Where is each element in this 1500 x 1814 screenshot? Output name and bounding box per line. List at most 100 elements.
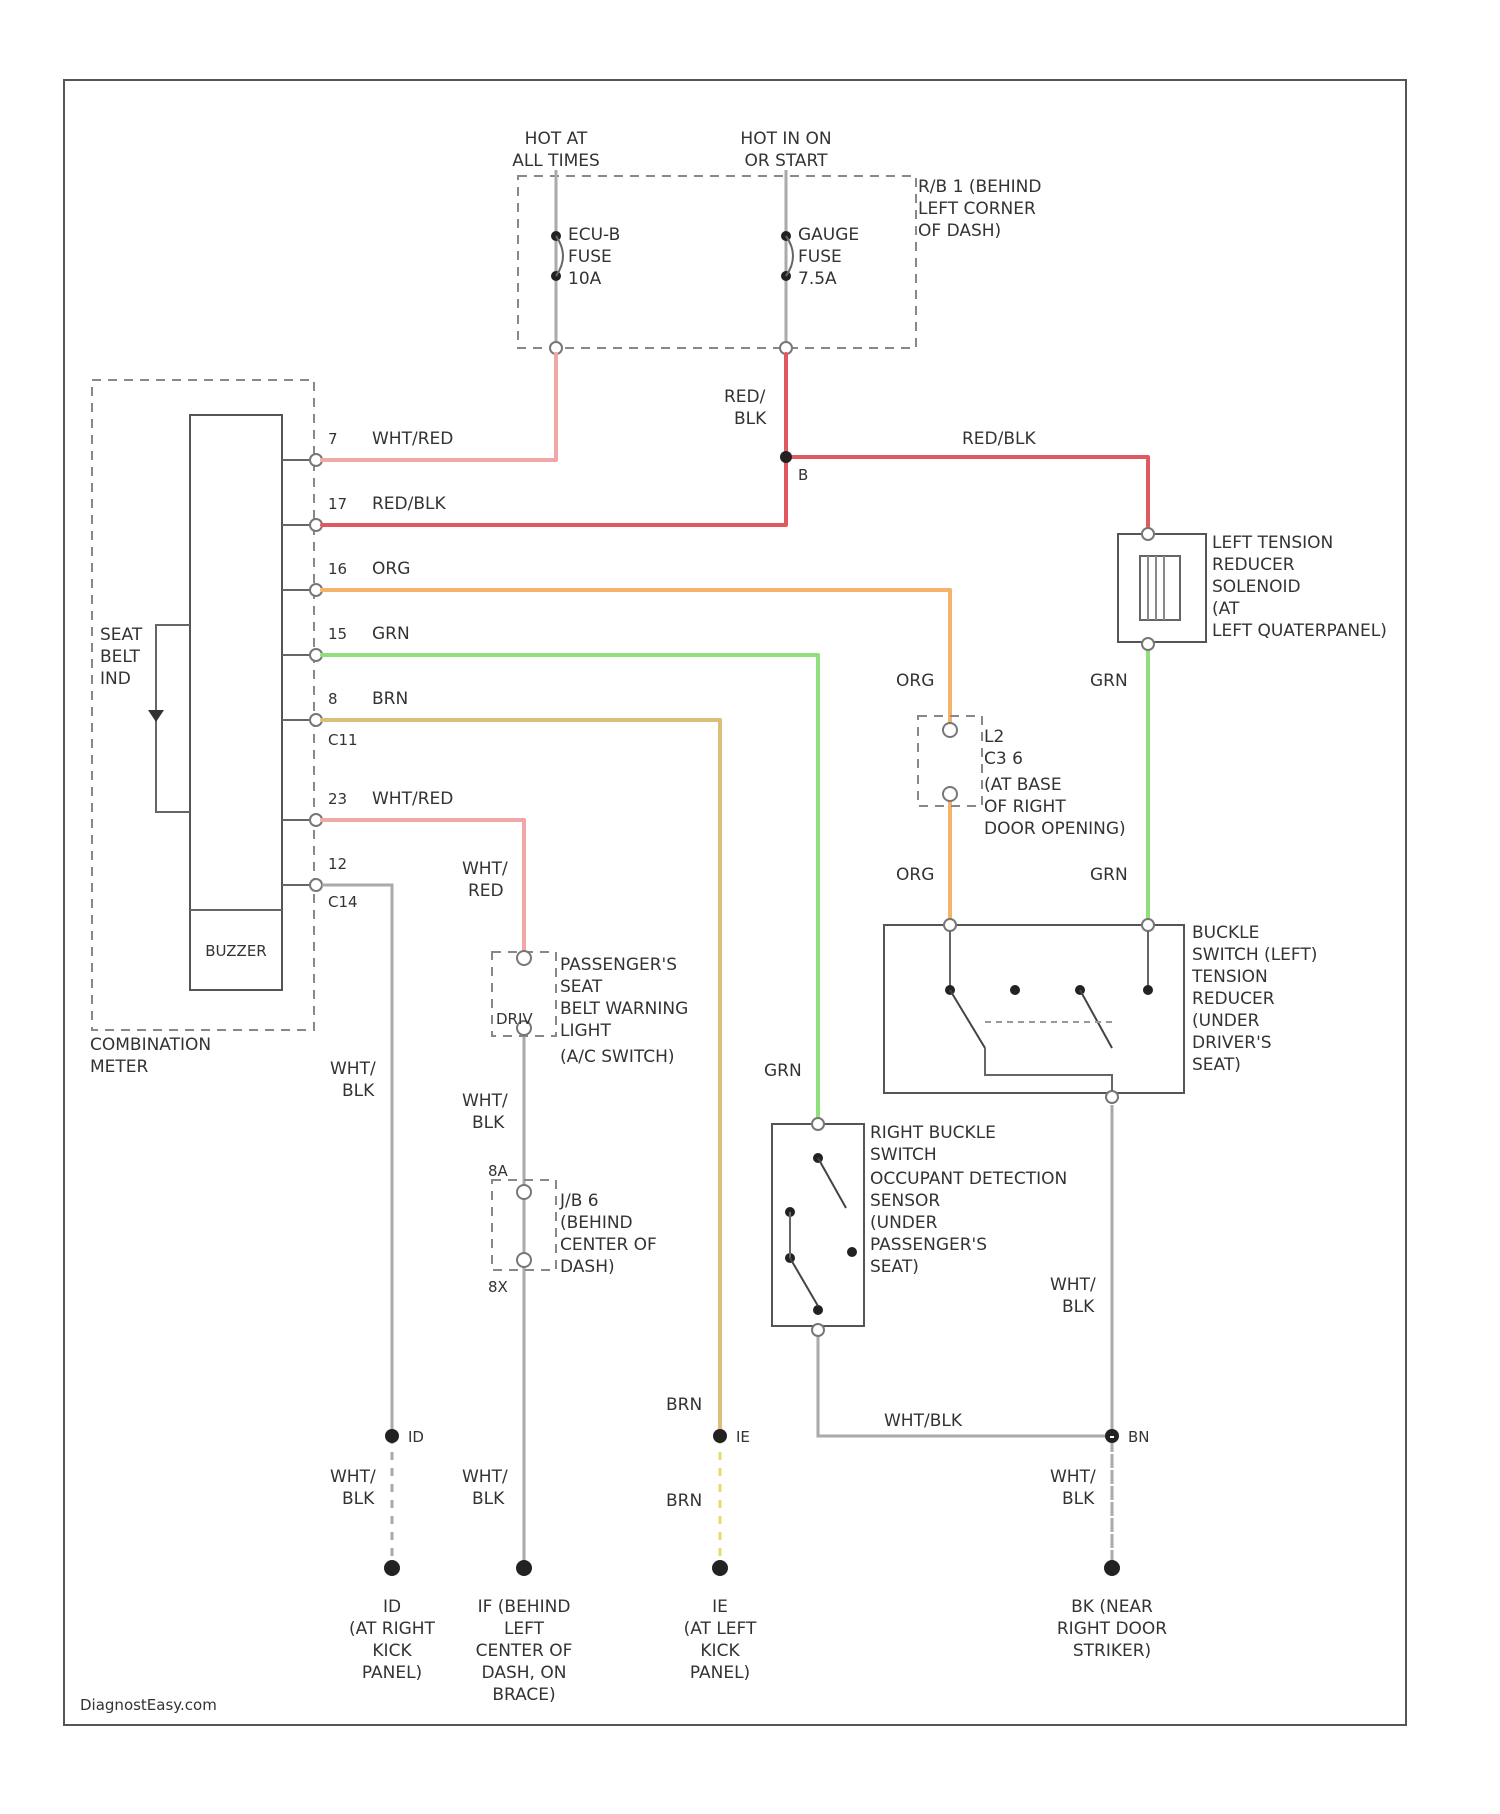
buckle-switch-left-label: BUCKLE SWITCH (LEFT) TENSION REDUCER (UN… <box>1191 923 1317 1075</box>
connector-pin-icon <box>812 1118 824 1130</box>
wire-red-blk-solenoid <box>786 457 1148 528</box>
svg-text:GAUGE: GAUGE <box>798 225 859 245</box>
svg-text:WHT/: WHT/ <box>1050 1275 1096 1295</box>
connector-pin-icon <box>943 723 957 737</box>
svg-text:J/B 6: J/B 6 <box>559 1191 599 1211</box>
wire-red-blk-meter <box>322 457 786 525</box>
svg-text:PANEL): PANEL) <box>690 1663 750 1683</box>
svg-text:(AT BASE: (AT BASE <box>984 775 1062 795</box>
wht-blk-label-5: WHT/ BLK <box>462 1467 508 1509</box>
svg-text:DASH): DASH) <box>560 1257 615 1277</box>
svg-text:BRACE): BRACE) <box>492 1685 555 1705</box>
hot-at-all-times-label: HOT AT ALL TIMES <box>512 129 600 171</box>
seat-belt-ind-lead <box>156 625 190 812</box>
svg-text:BLK: BLK <box>342 1489 375 1509</box>
svg-text:(AT LEFT: (AT LEFT <box>684 1619 757 1639</box>
wht-blk-horizontal-label: WHT/BLK <box>884 1411 963 1431</box>
svg-text:COMBINATION: COMBINATION <box>90 1035 211 1055</box>
svg-text:C11: C11 <box>328 731 358 749</box>
svg-text:CENTER OF: CENTER OF <box>476 1641 573 1661</box>
svg-text:LEFT QUATERPANEL): LEFT QUATERPANEL) <box>1212 621 1387 641</box>
svg-text:PASSENGER'S: PASSENGER'S <box>870 1235 987 1255</box>
svg-text:23: 23 <box>328 790 347 808</box>
svg-text:WHT/: WHT/ <box>462 1091 508 1111</box>
red-blk-vertical-label: RED/ BLK <box>724 387 767 429</box>
switch-blade-icon <box>950 990 985 1048</box>
grn-label-buckle: GRN <box>1090 865 1128 885</box>
ground-icon <box>516 1560 532 1576</box>
svg-text:OCCUPANT DETECTION: OCCUPANT DETECTION <box>870 1169 1067 1189</box>
svg-text:WHT/RED: WHT/RED <box>372 789 453 809</box>
ground-icon <box>1104 1560 1120 1576</box>
svg-text:WHT/: WHT/ <box>330 1059 376 1079</box>
red-blk-top-label: RED/BLK <box>962 429 1037 449</box>
svg-text:10A: 10A <box>568 269 602 289</box>
switch-contact-icon <box>813 1305 823 1315</box>
svg-text:IF (BEHIND: IF (BEHIND <box>478 1597 571 1617</box>
svg-text:RED: RED <box>468 881 504 901</box>
footer-watermark: DiagnostEasy.com <box>80 1696 217 1714</box>
passenger-light-sub: DRIV <box>496 1010 533 1028</box>
svg-text:SEAT): SEAT) <box>870 1257 919 1277</box>
ground-g4-label: BK (NEAR RIGHT DOOR STRIKER) <box>1057 1597 1167 1661</box>
svg-text:WHT/: WHT/ <box>462 1467 508 1487</box>
grn-label-solenoid: GRN <box>1090 671 1128 691</box>
hot-in-run-label: HOT IN ON OR START <box>740 129 831 171</box>
meter-body <box>190 415 282 990</box>
solenoid-icon <box>1140 556 1180 620</box>
svg-text:TENSION: TENSION <box>1191 967 1268 987</box>
svg-text:BLK: BLK <box>472 1489 505 1509</box>
svg-text:SEAT): SEAT) <box>1192 1055 1241 1075</box>
switch-contact-icon <box>1143 985 1153 995</box>
brn-label-lower: BRN <box>666 1491 702 1511</box>
svg-text:ECU-B: ECU-B <box>568 225 620 245</box>
splice-ie-tag: IE <box>736 1428 750 1446</box>
switch-contact-icon <box>847 1247 857 1257</box>
splice-id-tag: ID <box>408 1428 424 1446</box>
svg-text:R/B 1 (BEHIND: R/B 1 (BEHIND <box>918 177 1041 197</box>
org-label-lower: ORG <box>896 865 934 885</box>
svg-text:CENTER OF: CENTER OF <box>560 1235 657 1255</box>
svg-text:BUCKLE: BUCKLE <box>1192 923 1259 943</box>
splice-b-label: B <box>798 466 808 484</box>
svg-text:(BEHIND: (BEHIND <box>560 1213 633 1233</box>
svg-text:SENSOR: SENSOR <box>870 1191 940 1211</box>
svg-text:DRIVER'S: DRIVER'S <box>1192 1033 1272 1053</box>
gauge-fuse-label: GAUGE FUSE 7.5A <box>798 225 859 289</box>
connector-pin-icon <box>517 1253 531 1267</box>
wht-red-vertical-label: WHT/ RED <box>462 859 508 901</box>
seat-belt-ind-label: SEAT BELT IND <box>100 625 143 689</box>
svg-text:METER: METER <box>90 1057 149 1077</box>
svg-text:WHT/: WHT/ <box>330 1467 376 1487</box>
svg-text:IE: IE <box>712 1597 728 1617</box>
buckle-switch-left-box <box>884 925 1184 1093</box>
svg-text:PASSENGER'S: PASSENGER'S <box>560 955 677 975</box>
connector-pin-icon <box>517 1185 531 1199</box>
brn-label-upper: BRN <box>666 1395 702 1415</box>
splice-icon <box>385 1429 399 1443</box>
svg-text:GRN: GRN <box>372 624 410 644</box>
inline-connector-label: L2 C3 6 (AT BASE OF RIGHT DOOR OPENING) <box>984 727 1126 839</box>
svg-text:FUSE: FUSE <box>798 247 842 267</box>
combination-meter-label: COMBINATION METER <box>90 1035 211 1077</box>
svg-text:BLK: BLK <box>472 1113 505 1133</box>
outer-frame <box>64 80 1406 1725</box>
svg-text:RED/BLK: RED/BLK <box>372 494 447 514</box>
svg-text:BLK: BLK <box>342 1081 375 1101</box>
ground-g3-label: IE (AT LEFT KICK PANEL) <box>684 1597 757 1683</box>
svg-text:(AT: (AT <box>1212 599 1240 619</box>
indicator-led-icon <box>148 710 164 722</box>
switch-lead <box>985 1048 1112 1091</box>
svg-text:SEAT: SEAT <box>100 625 143 645</box>
splice-b-icon <box>780 451 792 463</box>
svg-text:ALL TIMES: ALL TIMES <box>512 151 600 171</box>
svg-text:OF RIGHT: OF RIGHT <box>984 797 1066 817</box>
switch-contact-icon <box>1010 985 1020 995</box>
connector-pin-icon <box>1142 919 1154 931</box>
svg-text:7: 7 <box>328 430 338 448</box>
splice-icon <box>713 1429 727 1443</box>
svg-text:(AT RIGHT: (AT RIGHT <box>349 1619 436 1639</box>
wht-blk-label-2: WHT/ BLK <box>462 1091 508 1133</box>
combination-meter-outline <box>92 380 314 1030</box>
